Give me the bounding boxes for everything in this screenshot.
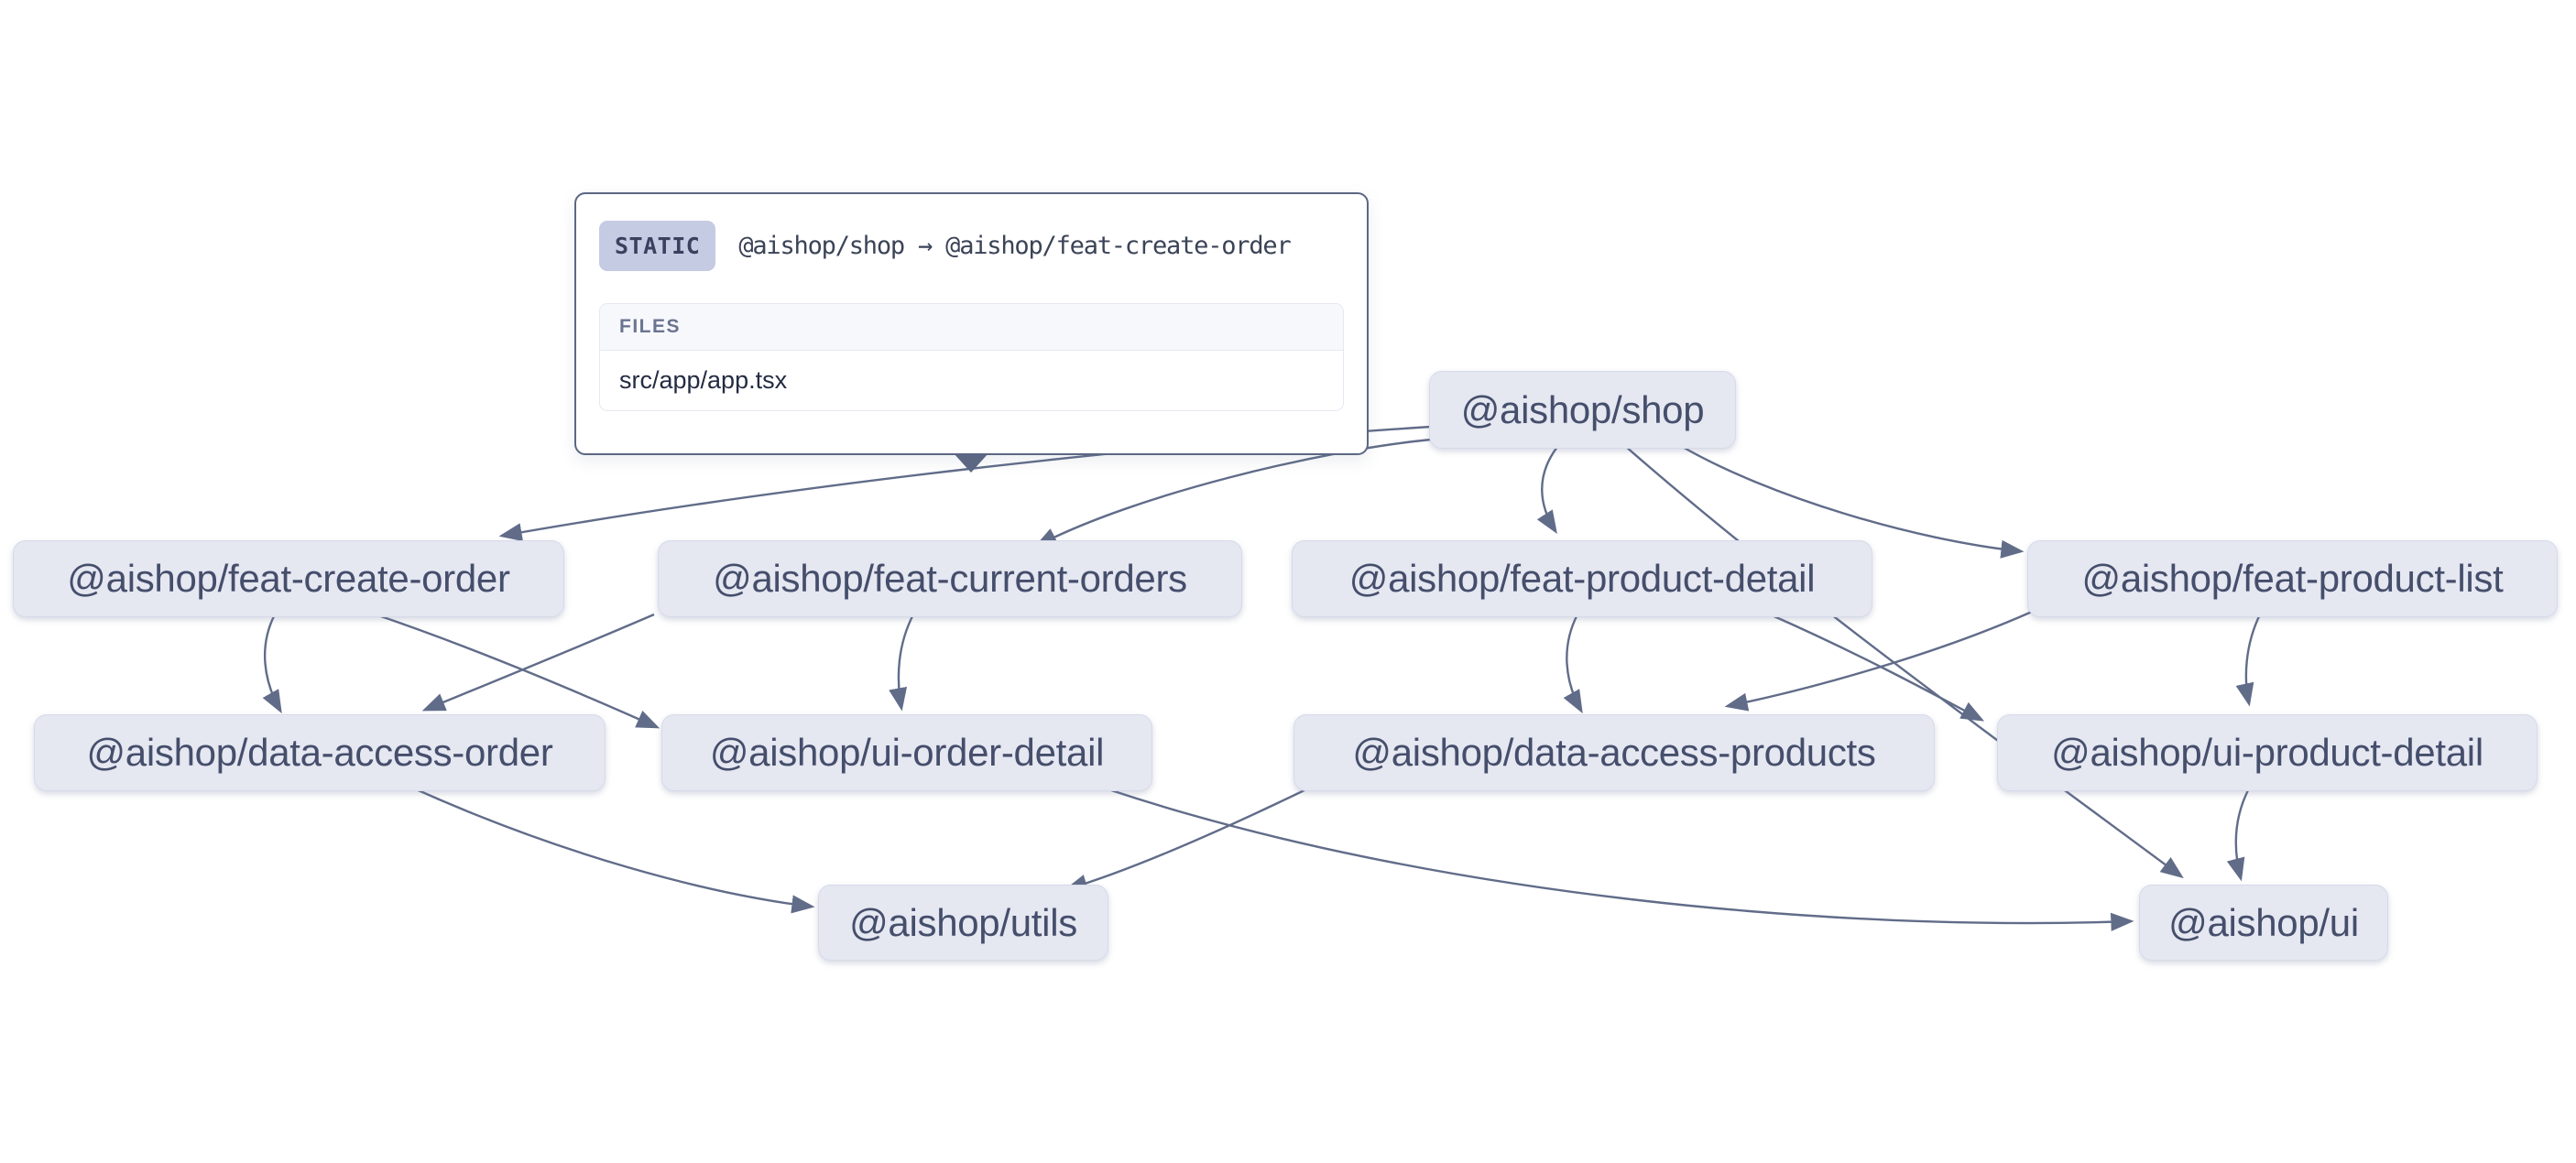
files-panel-row: src/app/app.tsx <box>600 351 1343 410</box>
files-panel-header: FILES <box>600 304 1343 351</box>
node-feat-create-order[interactable]: @aishop/feat-create-order <box>13 540 564 617</box>
edge-feat-product-detail-to-ui-product-detail[interactable] <box>1769 613 1985 722</box>
edge-data-access-order-to-utils[interactable] <box>413 787 815 914</box>
files-panel: FILES src/app/app.tsx <box>599 303 1344 411</box>
node-data-access-products[interactable]: @aishop/data-access-products <box>1293 714 1935 791</box>
edge-ui-order-detail-to-ui[interactable] <box>1110 788 2134 931</box>
edge-ui-product-detail-to-ui[interactable] <box>2226 788 2251 882</box>
edge-feat-current-orders-to-data-access-order[interactable] <box>421 613 655 712</box>
node-ui-product-detail[interactable]: @aishop/ui-product-detail <box>1997 714 2538 791</box>
edge-shop-to-ui[interactable] <box>1624 445 2184 879</box>
node-feat-product-detail[interactable]: @aishop/feat-product-detail <box>1292 540 1872 617</box>
edge-tooltip: STATIC @aishop/shop → @aishop/feat-creat… <box>574 192 1369 455</box>
edge-data-access-products-to-utils[interactable] <box>1064 787 1309 893</box>
edge-feat-product-detail-to-data-access-products[interactable] <box>1563 614 1583 714</box>
edge-tooltip-title: @aishop/shop → @aishop/feat-create-order <box>738 232 1291 260</box>
node-feat-current-orders[interactable]: @aishop/feat-current-orders <box>658 540 1242 617</box>
edge-shop-to-feat-product-list[interactable] <box>1680 444 2025 559</box>
edge-shop-to-feat-current-orders[interactable] <box>1033 438 1432 548</box>
node-utils[interactable]: @aishop/utils <box>818 885 1108 961</box>
node-ui[interactable]: @aishop/ui <box>2139 885 2388 961</box>
edge-feat-create-order-to-ui-order-detail[interactable] <box>375 613 660 729</box>
node-ui-order-detail[interactable]: @aishop/ui-order-detail <box>661 714 1152 791</box>
edge-tooltip-header: STATIC @aishop/shop → @aishop/feat-creat… <box>576 194 1367 271</box>
edge-feat-current-orders-to-ui-order-detail[interactable] <box>889 614 915 712</box>
edge-feat-create-order-to-data-access-order[interactable] <box>262 614 282 714</box>
node-shop[interactable]: @aishop/shop <box>1429 371 1736 449</box>
edge-shop-to-feat-product-detail[interactable] <box>1536 446 1558 534</box>
edge-type-badge: STATIC <box>599 221 716 271</box>
edge-feat-product-list-to-ui-product-detail[interactable] <box>2235 614 2262 707</box>
edge-feat-product-list-to-data-access-products[interactable] <box>1724 610 2033 712</box>
tooltip-caret-icon <box>954 453 988 473</box>
node-feat-product-list[interactable]: @aishop/feat-product-list <box>2027 540 2558 617</box>
node-data-access-order[interactable]: @aishop/data-access-order <box>34 714 606 791</box>
